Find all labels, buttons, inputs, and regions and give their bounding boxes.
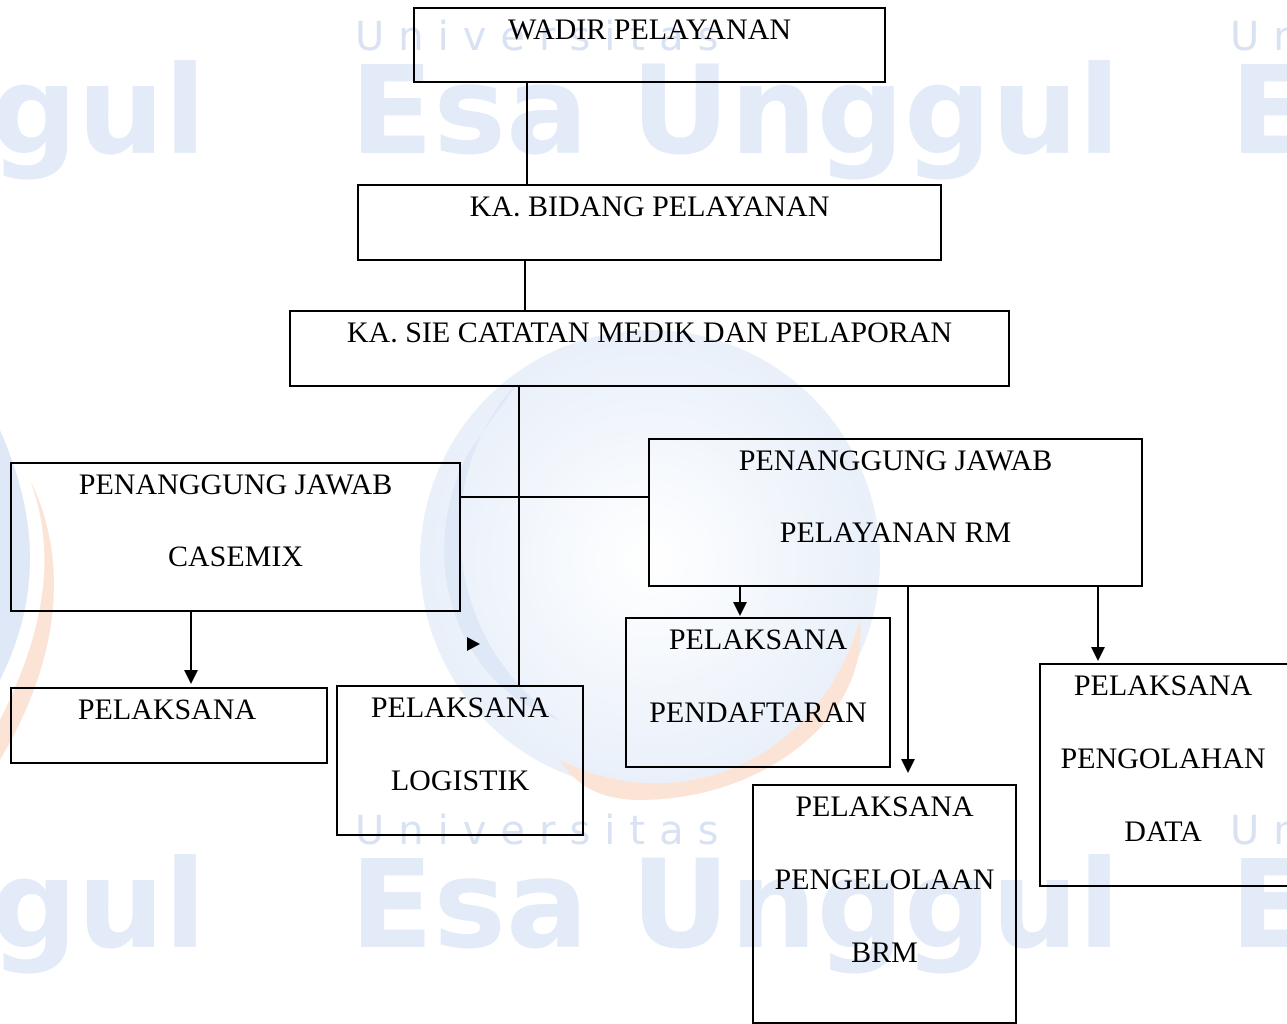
node-label: KA. SIE CATATAN MEDIK DAN PELAPORAN: [346, 316, 953, 349]
node-label-line1: PENANGGUNG JAWAB: [78, 468, 393, 501]
node-pj-casemix: PENANGGUNG JAWAB CASEMIX: [10, 462, 461, 612]
node-label: PELAKSANA: [77, 693, 257, 726]
node-label: WADIR PELAYANAN: [507, 13, 792, 46]
node-pelaksana-logistik: PELAKSANA LOGISTIK: [336, 685, 584, 836]
node-label-line2: PENGOLAHAN: [1060, 742, 1266, 775]
node-label-line2: PELAYANAN RM: [779, 516, 1012, 549]
node-label-line1: PELAKSANA: [370, 691, 550, 724]
arrowhead-brm: [901, 759, 915, 773]
node-label-line2: LOGISTIK: [390, 764, 530, 797]
node-label-line1: PELAKSANA: [795, 790, 974, 823]
node-label-line3: BRM: [851, 936, 918, 969]
node-pelaksana: PELAKSANA: [10, 687, 328, 764]
node-pj-pelayanan-rm: PENANGGUNG JAWAB PELAYANAN RM: [648, 438, 1143, 587]
node-label-line2: PENDAFTARAN: [649, 696, 867, 729]
node-wadir-pelayanan: WADIR PELAYANAN: [413, 7, 886, 83]
node-label-line2: CASEMIX: [167, 540, 303, 573]
node-label-line1: PENANGGUNG JAWAB: [738, 444, 1053, 477]
node-ka-bidang-pelayanan: KA. BIDANG PELAYANAN: [357, 184, 942, 261]
stray-arrow-marker: [467, 637, 480, 651]
node-label: KA. BIDANG PELAYANAN: [469, 190, 830, 223]
node-label-line1: PELAKSANA: [668, 623, 848, 656]
arrowhead-pengolahan: [1091, 647, 1105, 661]
arrowhead-pendaftaran: [733, 602, 747, 616]
node-ka-sie-catatan-medik: KA. SIE CATATAN MEDIK DAN PELAPORAN: [289, 310, 1010, 387]
node-pelaksana-pendaftaran: PELAKSANA PENDAFTARAN: [625, 617, 891, 768]
node-pelaksana-pengolahan-data: PELAKSANA PENGOLAHAN DATA: [1039, 663, 1287, 887]
node-label-line1: PELAKSANA: [1073, 669, 1253, 702]
node-label-line2: PENGELOLAAN: [774, 863, 995, 896]
arrowhead-pelaksana: [184, 670, 198, 684]
node-label-line3: DATA: [1124, 815, 1202, 848]
node-pelaksana-pengelolaan-brm: PELAKSANA PENGELOLAAN BRM: [752, 784, 1017, 1024]
